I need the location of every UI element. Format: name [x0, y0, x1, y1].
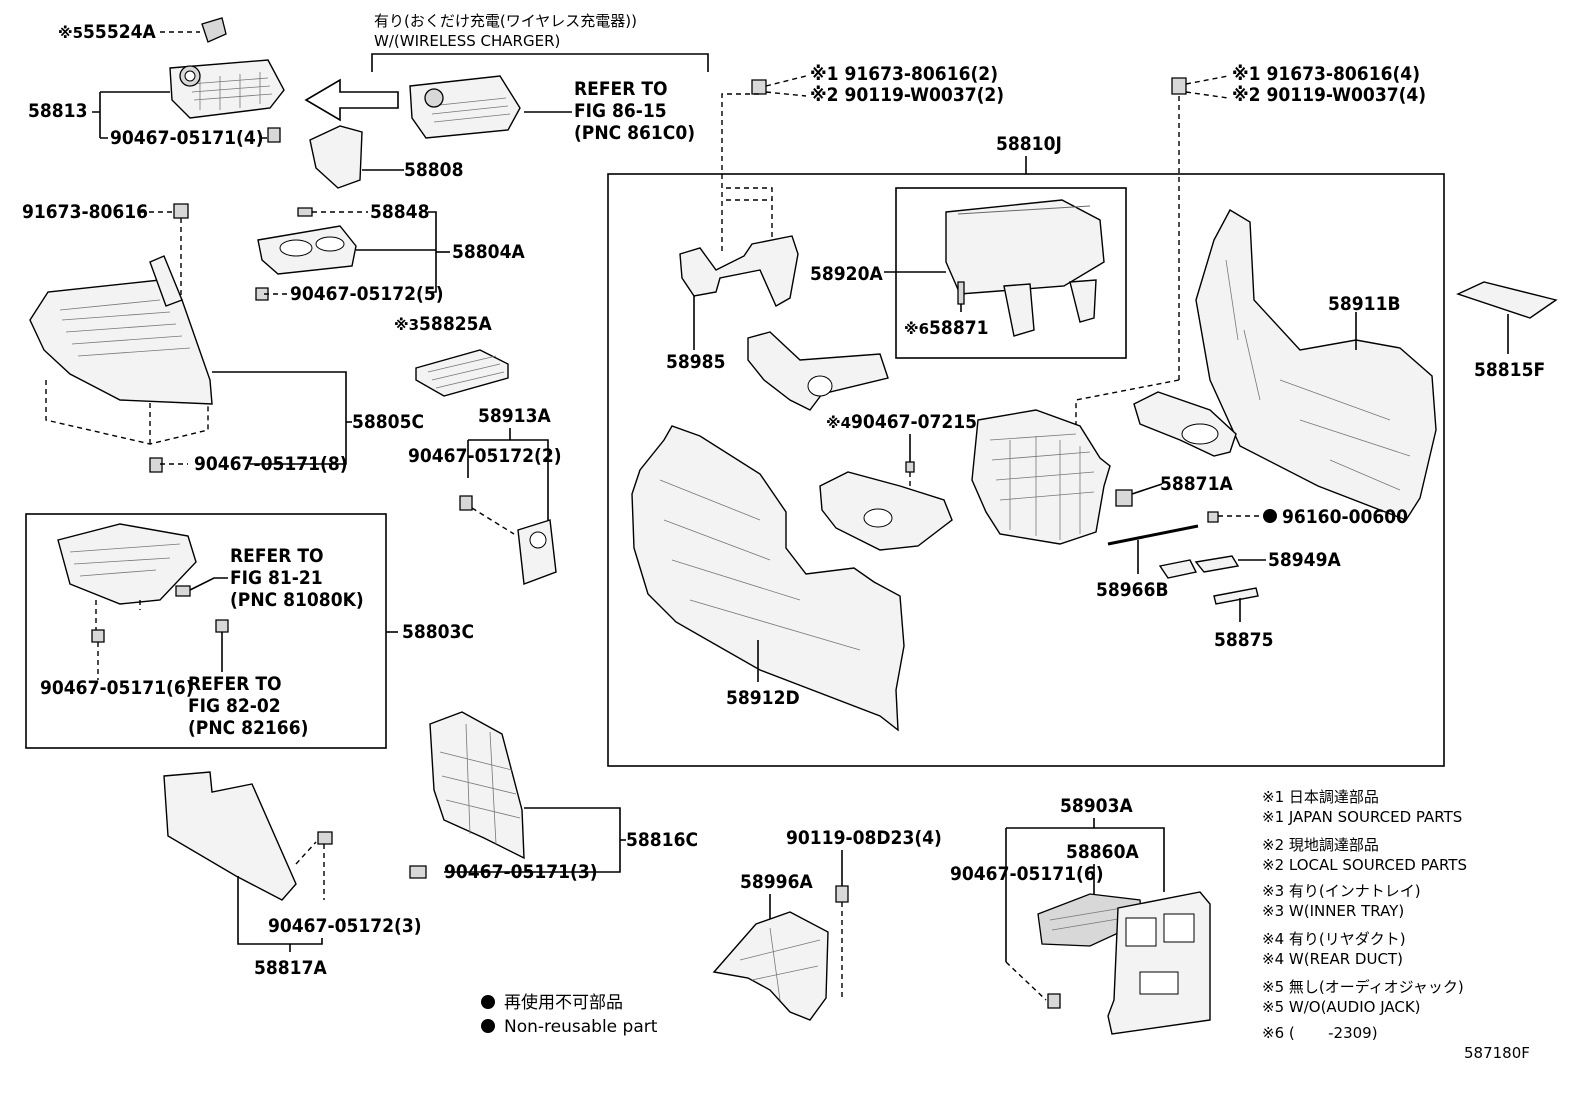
nonreusable-marker-icon [1263, 509, 1277, 523]
side-panel-58912D [631, 425, 905, 732]
armrest-lid-58920A [945, 199, 1105, 295]
side-panel-58817A [163, 771, 297, 901]
part-58808-shape [309, 125, 363, 189]
footnote-2-jp: ※2 現地調達部品 [1262, 836, 1379, 854]
legend-dot-icon-1 [481, 995, 495, 1009]
part-58985: 58985 [666, 351, 725, 373]
footnote-6: ※6 ( -2309) [1262, 1024, 1378, 1042]
footnote-5-jp: ※5 無し(オーディオジャック) [1262, 978, 1464, 996]
top-note-jp: 有り(おくだけ充電(ワイヤレス充電器)) [374, 12, 637, 30]
legend-nonreusable-jp: 再使用不可部品 [504, 992, 623, 1013]
footnote-2-en: ※2 LOCAL SOURCED PARTS [1262, 856, 1467, 874]
part-58860A: 58860A [1066, 841, 1139, 863]
footnote-5-en: ※5 W/O(AUDIO JACK) [1262, 998, 1421, 1016]
footnote-4-en: ※4 W(REAR DUCT) [1262, 950, 1403, 968]
part-58825A: ※358825A [394, 313, 492, 335]
part-55524A: ※555524A [58, 21, 156, 43]
part-58815F: 58815F [1474, 359, 1545, 381]
part-58817A: 58817A [254, 957, 327, 979]
refer-1-line1: REFER TO [574, 78, 668, 100]
part-58871A: 58871A [1160, 473, 1233, 495]
part-58911B: 58911B [1328, 293, 1401, 315]
part-90467-05172-2: 90467-05172(2) [408, 445, 562, 467]
refer-3-line2: FIG 82-02 [188, 695, 281, 717]
part-58903A: 58903A [1060, 795, 1133, 817]
bolt-group-1-line1: ※1 91673-80616(2) [810, 63, 998, 85]
part-58805C: 58805C [352, 411, 424, 433]
footnote-3-jp: ※3 有り(インナトレイ) [1262, 882, 1421, 900]
part-58813: 58813 [28, 100, 87, 122]
footnotes: ※1 日本調達部品 ※1 JAPAN SOURCED PARTS ※2 現地調達… [1262, 788, 1467, 1042]
part-58913A: 58913A [478, 405, 551, 427]
part-58804A: 58804A [452, 241, 525, 263]
bracket-58996A [712, 911, 829, 1021]
footnote-1-en: ※1 JAPAN SOURCED PARTS [1262, 808, 1462, 826]
side-panel-58816C [429, 711, 525, 860]
box-58810J [607, 173, 1445, 767]
top-note: 有り(おくだけ充電(ワイヤレス充電器)) W/(WIRELESS CHARGER… [371, 12, 709, 72]
audio-jack-part [201, 17, 227, 43]
part-90467-05171-4: 90467-05171(4) [110, 127, 264, 149]
figure-id: 587180F [1464, 1044, 1530, 1062]
refer-3-line1: REFER TO [188, 673, 282, 695]
bracket-58985 [679, 235, 799, 307]
part-58808: 58808 [404, 159, 463, 181]
part-58810J: 58810J [996, 133, 1062, 155]
refer-1-line2: FIG 86-15 [574, 100, 667, 122]
arrow-icon [304, 78, 399, 122]
part-90467-05171-6a: 90467-05171(6) [40, 677, 194, 699]
console-body-58803C [57, 523, 197, 605]
console-box [971, 409, 1111, 545]
part-58871: ※658871 [904, 317, 989, 339]
part-58875: 58875 [1214, 629, 1273, 651]
switch-panel-58913A [517, 519, 557, 585]
part-90467-05171-6b: 90467-05171(6) [950, 863, 1104, 885]
part-58803C: 58803C [402, 621, 474, 643]
console-frame-58805C [29, 279, 213, 405]
refer-2-line3: (PNC 81080K) [230, 589, 364, 611]
bolt-group-1-line2: ※2 90119-W0037(2) [810, 84, 1004, 106]
part-58966B: 58966B [1096, 579, 1169, 601]
footnote-4-jp: ※4 有り(リヤダクト) [1262, 930, 1406, 948]
top-note-en: W/(WIRELESS CHARGER) [374, 32, 560, 50]
part-90467-07215: ※490467-07215 [826, 411, 977, 433]
footnote-3-en: ※3 W(INNER TRAY) [1262, 902, 1404, 920]
refer-2-line2: FIG 81-21 [230, 567, 323, 589]
part-96160-00600: 96160-00600 [1282, 506, 1408, 528]
part-90467-05172-3: 90467-05172(3) [268, 915, 422, 937]
bolt-group-2-line2: ※2 90119-W0037(4) [1232, 84, 1426, 106]
bolt-group-2-line1: ※1 91673-80616(4) [1232, 63, 1420, 85]
part-58920A: 58920A [810, 263, 883, 285]
part-58949A: 58949A [1268, 549, 1341, 571]
refer-2-line1: REFER TO [230, 545, 324, 567]
rear-panel-58903A [1107, 891, 1211, 1035]
part-90467-05172-5: 90467-05172(5) [290, 283, 444, 305]
duct-upper [747, 331, 889, 411]
box-58803C [25, 513, 387, 749]
part-91673-80616: 91673-80616 [22, 201, 148, 223]
mat-58815F [1456, 281, 1558, 319]
side-panel-58911B [1195, 209, 1437, 521]
refer-1-line3: (PNC 861C0) [574, 122, 695, 144]
wireless-charger-panel [409, 75, 521, 139]
part-58996A: 58996A [740, 871, 813, 893]
box-58920A [895, 187, 1127, 359]
legend-nonreusable-en: Non-reusable part [504, 1017, 658, 1037]
part-90467-05171-3: 90467-05171(3) [444, 861, 598, 883]
part-90467-05171-8: 90467-05171(8) [194, 453, 348, 475]
footnote-1-jp: ※1 日本調達部品 [1262, 788, 1379, 806]
refer-3-line3: (PNC 82166) [188, 717, 308, 739]
part-90119-08D23: 90119-08D23(4) [786, 827, 942, 849]
part-58816C: 58816C [626, 829, 698, 851]
legend-dot-icon-2 [481, 1019, 495, 1033]
part-58912D: 58912D [726, 687, 800, 709]
part-58848: 58848 [370, 201, 429, 223]
